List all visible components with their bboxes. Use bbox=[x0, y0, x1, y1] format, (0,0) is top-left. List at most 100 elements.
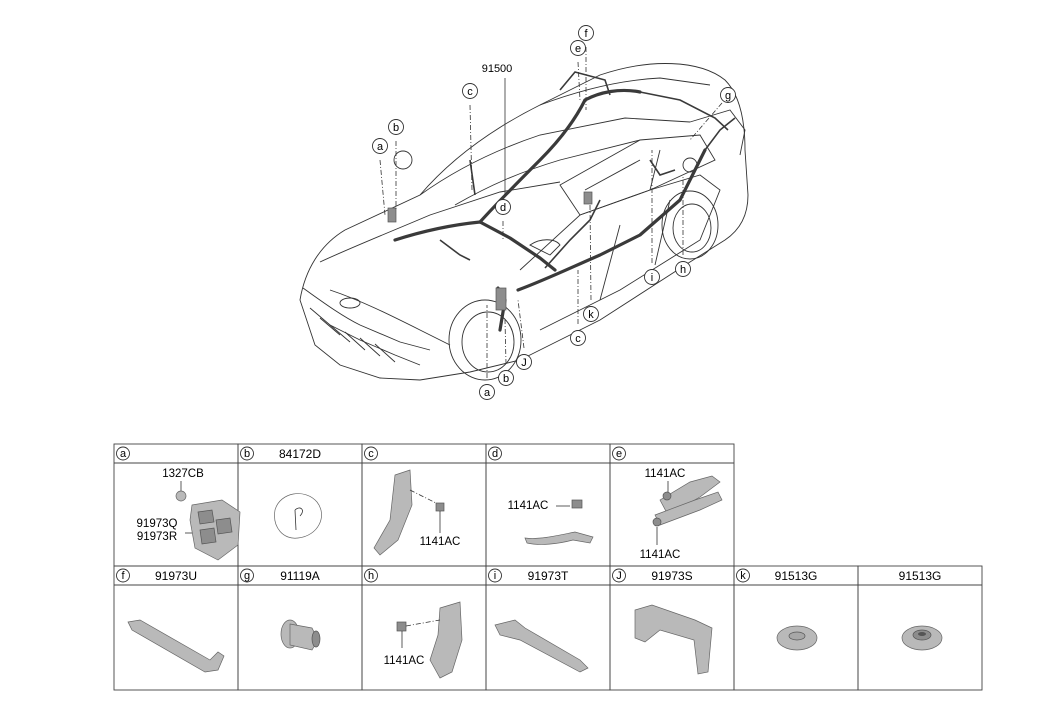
callout-circle bbox=[479, 384, 495, 400]
callout-letter: J bbox=[521, 357, 527, 369]
panel-unlettered: 91513G bbox=[857, 565, 983, 691]
callout-circle bbox=[578, 25, 594, 41]
callout-e-4: e bbox=[570, 40, 586, 101]
panel-part-number: 91973S bbox=[651, 569, 692, 583]
panel-part-number: 91513G bbox=[775, 569, 818, 583]
part-f-cover bbox=[127, 619, 225, 673]
panel-part-number: 91973U bbox=[155, 569, 197, 583]
panel-letter-circle bbox=[364, 568, 378, 583]
callout-leader bbox=[577, 61, 581, 101]
part-label: 1327CB bbox=[162, 468, 204, 480]
callout-letter: b bbox=[393, 122, 399, 134]
callout-a-0: a bbox=[372, 138, 388, 216]
callout-circle bbox=[462, 83, 478, 99]
callout-circle bbox=[495, 199, 511, 215]
callout-circle bbox=[388, 119, 404, 135]
callout-letter: b bbox=[503, 373, 509, 385]
panel-border bbox=[857, 565, 983, 691]
panel-letter: a bbox=[120, 448, 127, 460]
callout-c-11: c bbox=[570, 270, 586, 346]
panel-letter-circle bbox=[612, 446, 626, 461]
panel-letter-circle bbox=[488, 446, 502, 461]
part-label: 1141AC bbox=[508, 500, 549, 512]
callout-letter: c bbox=[575, 333, 581, 345]
callout-circle bbox=[570, 330, 586, 346]
callout-f-5: f bbox=[578, 25, 594, 110]
callout-d-3: d bbox=[495, 199, 511, 240]
callout-circle bbox=[570, 40, 586, 56]
panel-f: f 91973U bbox=[113, 565, 239, 691]
part-d-bolt-clip bbox=[524, 499, 594, 545]
callout-leader bbox=[469, 104, 473, 191]
callout-leader bbox=[689, 102, 723, 141]
part-g-grommet bbox=[280, 619, 321, 651]
panel-letter: b bbox=[244, 448, 250, 460]
callout-letter: e bbox=[575, 43, 581, 55]
panel-letter: h bbox=[368, 570, 374, 582]
callout-leader bbox=[589, 204, 592, 301]
panel-letter: J bbox=[616, 570, 622, 582]
callout-letter: k bbox=[588, 309, 594, 321]
panel-letter: e bbox=[616, 448, 622, 460]
panel-letter-circle bbox=[488, 568, 502, 583]
panel-part-number: 91973T bbox=[528, 569, 569, 583]
callout-g-6: g bbox=[689, 87, 736, 141]
part-sketches bbox=[127, 469, 943, 679]
panel-letter-circle bbox=[116, 446, 130, 461]
panel-letter-circle bbox=[612, 568, 626, 583]
part-b-pad bbox=[274, 493, 322, 539]
callout-circle bbox=[516, 354, 532, 370]
callout-h-7: h bbox=[675, 175, 691, 277]
callout-i-8: i bbox=[644, 150, 660, 285]
panel-h: h 1141AC bbox=[361, 565, 487, 691]
part-label: 91973R bbox=[137, 531, 177, 543]
callout-letter: a bbox=[377, 141, 384, 153]
part-label: 1141AC bbox=[384, 655, 425, 667]
part-label: 1141AC bbox=[640, 549, 681, 561]
panel-letter-circle bbox=[116, 568, 130, 583]
panel-letter: f bbox=[121, 570, 125, 582]
callout-leader bbox=[504, 319, 507, 365]
panel-part-number: 91119A bbox=[280, 569, 320, 583]
callout-letter: g bbox=[725, 90, 731, 102]
panel-letter-circle bbox=[364, 446, 378, 461]
callout-b-13: b bbox=[498, 319, 514, 386]
part-l-grommet bbox=[901, 625, 943, 651]
callout-c-2: c bbox=[462, 83, 478, 191]
part-label: 1141AC bbox=[645, 468, 686, 480]
panel-part-number: 91513G bbox=[899, 569, 942, 583]
part-a-connector-bracket bbox=[175, 490, 241, 561]
callout-j-9: J bbox=[516, 299, 532, 370]
callout-circle bbox=[720, 87, 736, 103]
part-h-bracket bbox=[396, 601, 463, 679]
panel-letter: i bbox=[494, 570, 496, 582]
panel-letter-circle bbox=[240, 568, 254, 583]
car-illustration bbox=[299, 63, 749, 381]
callout-letter: i bbox=[651, 272, 653, 284]
callout-circle bbox=[644, 269, 660, 285]
callout-letter: f bbox=[584, 28, 588, 40]
callout-letter: d bbox=[500, 202, 506, 214]
panel-letter: c bbox=[368, 448, 374, 460]
panel-letter: k bbox=[740, 570, 746, 582]
callout-circle bbox=[675, 261, 691, 277]
callout-circle bbox=[583, 306, 599, 322]
callout-a-12: a bbox=[479, 305, 495, 400]
part-k-grommet bbox=[776, 625, 818, 651]
part-j-bracket bbox=[634, 604, 713, 675]
callout-leader bbox=[379, 159, 386, 216]
callout-letter: a bbox=[484, 387, 491, 399]
panel-g: g 91119A bbox=[237, 565, 363, 691]
part-e-brackets bbox=[652, 475, 723, 545]
panel-letter-circle bbox=[736, 568, 750, 583]
callout-letter: c bbox=[467, 86, 473, 98]
part-c-bracket bbox=[373, 469, 445, 556]
panel-letter-circle bbox=[240, 446, 254, 461]
part-label: 1141AC bbox=[420, 536, 461, 548]
callout-letter: h bbox=[680, 264, 686, 276]
panel-letter: g bbox=[244, 570, 250, 582]
